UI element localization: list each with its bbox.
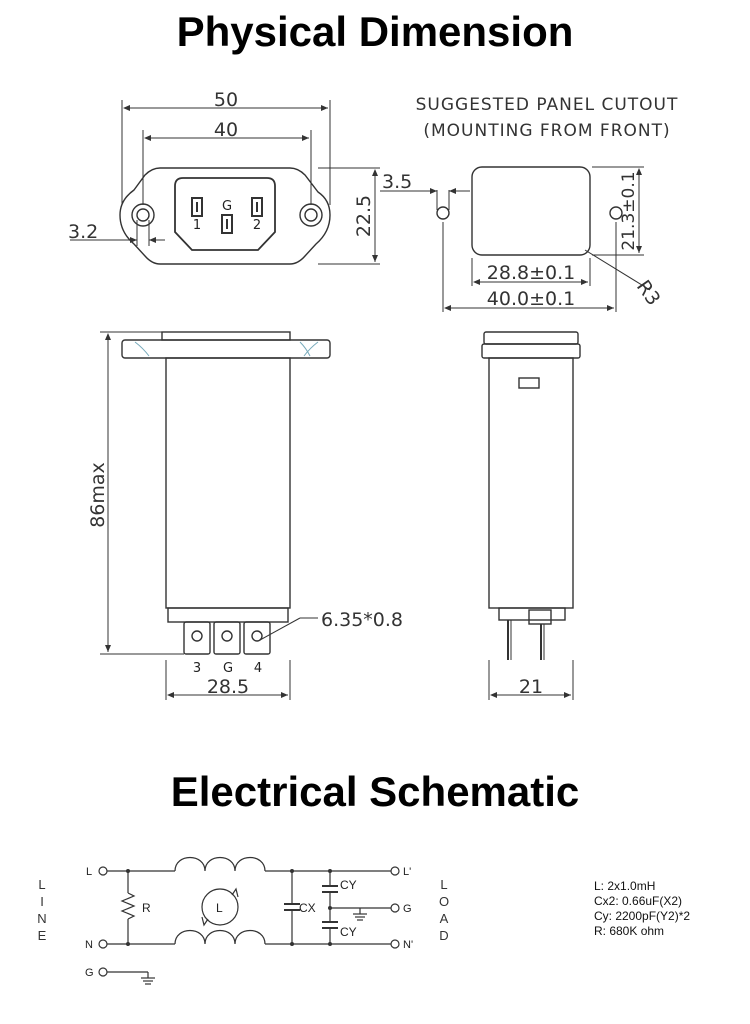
front-view (119, 100, 380, 265)
node-g-out-label: G (403, 903, 412, 915)
choke-core-icon (201, 888, 239, 926)
line-letter-1: L (38, 877, 45, 892)
line-letter-3: N (37, 911, 46, 926)
cy-top-label: CY (340, 878, 357, 892)
pin-1-label: 1 (193, 218, 201, 233)
pin-g-label: G (222, 199, 232, 214)
spec-resistor: R: 680K ohm (594, 924, 664, 938)
terminal-3-label: 3 (193, 661, 201, 676)
node-l-label: L (86, 866, 92, 878)
line-letter-2: I (40, 894, 44, 909)
node-l-out (390, 866, 400, 876)
spec-cx: Cx2: 0.66uF(X2) (594, 894, 682, 908)
terminal-4 (243, 621, 271, 655)
terminal-3 (183, 621, 211, 655)
cutout-title-line2: (MOUNTING FROM FRONT) (423, 121, 670, 141)
cutout-dim-radius: R3 (632, 276, 665, 309)
dim-front-height: 22.5 (353, 195, 375, 237)
load-letter-4: D (439, 928, 448, 943)
cy-bottom-label: CY (340, 925, 357, 939)
panel-cutout (436, 166, 651, 312)
left-mount-hole (131, 203, 155, 227)
cutout-dim-height: 21.3±0.1 (619, 171, 639, 250)
pin-1-slot (191, 197, 203, 217)
side-flange (121, 339, 331, 359)
schematic (98, 857, 400, 985)
side-body (165, 357, 291, 609)
dim-terminal-size: 6.35*0.8 (321, 609, 403, 631)
terminal-4-label: 4 (254, 661, 262, 676)
dim-outer-width: 50 (214, 89, 238, 111)
dim-end-depth: 21 (519, 676, 543, 698)
side-flange-top (161, 331, 291, 341)
node-n-out-label: N' (403, 939, 413, 951)
resistor-icon (120, 892, 136, 920)
cutout-dim-hole: 3.5 (382, 171, 412, 193)
dim-side-width: 28.5 (207, 676, 249, 698)
node-g-in (98, 967, 108, 977)
line-letter-4: E (38, 928, 47, 943)
node-g-label: G (85, 967, 94, 979)
cutout-right-hole (609, 206, 623, 220)
cutout-title-line1: SUGGESTED PANEL CUTOUT (416, 95, 679, 115)
pin-g-slot (221, 214, 233, 234)
cx-label: CX (299, 901, 316, 915)
load-letter-3: A (440, 911, 449, 926)
node-l-in (98, 866, 108, 876)
cutout-dim-hole-spacing: 40.0±0.1 (487, 288, 575, 310)
physical-dimension-title: Physical Dimension (176, 8, 574, 55)
node-n-in (98, 939, 108, 949)
end-view (481, 331, 581, 700)
pin-2-label: 2 (253, 218, 261, 233)
spec-inductor: L: 2x1.0mH (594, 879, 655, 893)
dim-hole-spacing: 40 (214, 119, 238, 141)
terminal-g-label: G (223, 661, 233, 676)
node-n-label: N (85, 939, 93, 951)
end-latch (518, 377, 540, 389)
electrical-schematic-title: Electrical Schematic (170, 768, 580, 815)
dim-side-length: 86max (87, 462, 109, 528)
end-body (488, 357, 574, 609)
dim-hole-size: 3.2 (68, 221, 98, 243)
node-g-out (390, 903, 400, 913)
choke-top-winding (174, 857, 266, 872)
spec-cy: Cy: 2200pF(Y2)*2 (594, 909, 690, 923)
right-mount-hole (299, 203, 323, 227)
cutout-left-hole (436, 206, 450, 220)
terminal-g (213, 621, 241, 655)
choke-bottom-winding (174, 930, 266, 945)
cutout-rectangle (471, 166, 591, 256)
end-flange-top (483, 331, 579, 345)
end-flange (481, 343, 581, 359)
node-l-out-label: L' (403, 866, 411, 878)
side-view (100, 331, 331, 700)
load-letter-1: L (440, 877, 447, 892)
inductor-label: L (216, 901, 223, 915)
node-n-out (390, 939, 400, 949)
pin-2-slot (251, 197, 263, 217)
cutout-dim-width: 28.8±0.1 (487, 262, 575, 284)
resistor-label: R (142, 901, 151, 915)
load-letter-2: O (439, 894, 449, 909)
